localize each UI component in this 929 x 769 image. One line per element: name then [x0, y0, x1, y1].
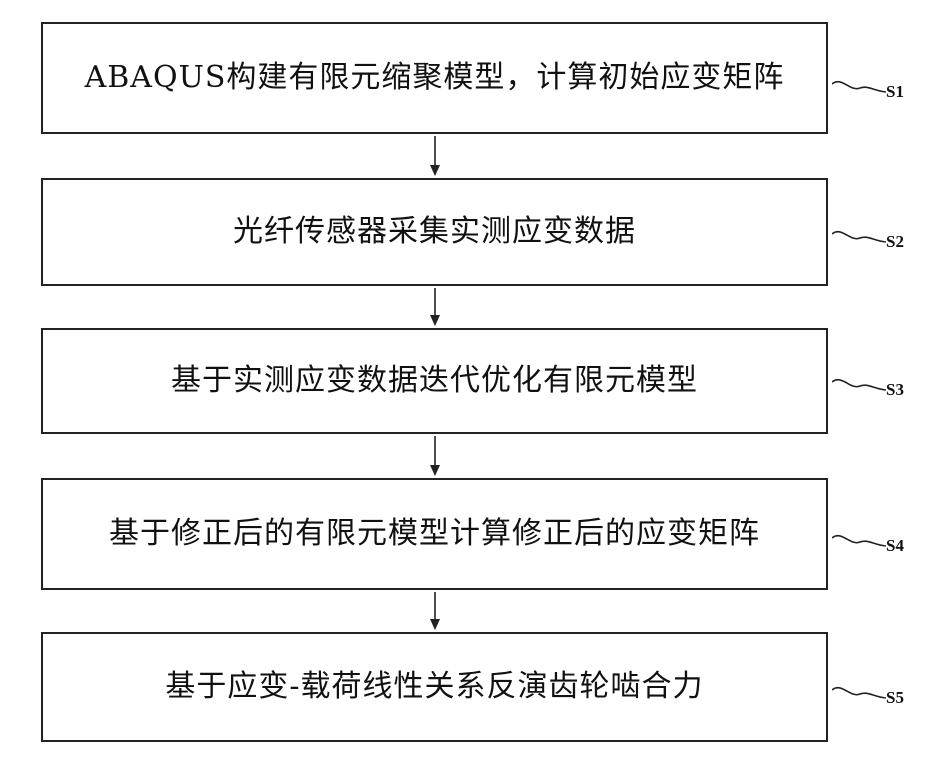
step-box-s5: 基于应变-载荷线性关系反演齿轮啮合力: [41, 632, 828, 742]
arrow-s4-s5: [425, 592, 445, 632]
leader-line-s5: [832, 684, 886, 708]
step-label-s5: S5: [886, 688, 904, 708]
step-box-s4: 基于修正后的有限元模型计算修正后的应变矩阵: [41, 478, 828, 590]
step-label-s3: S3: [886, 380, 904, 400]
step-label-s2: S2: [886, 232, 904, 252]
step-text-s4: 基于修正后的有限元模型计算修正后的应变矩阵: [75, 515, 795, 553]
leader-line-s3: [832, 376, 886, 400]
arrow-s1-s2: [425, 136, 445, 178]
step-label-s1: S1: [886, 82, 904, 102]
step-text-s2: 光纤传感器采集实测应变数据: [75, 213, 795, 251]
step-label-s4: S4: [886, 536, 904, 556]
arrow-s2-s3: [425, 288, 445, 328]
step-text-s1: ABAQUS构建有限元缩聚模型，计算初始应变矩阵: [75, 59, 795, 97]
step-text-s5: 基于应变-载荷线性关系反演齿轮啮合力: [75, 668, 795, 706]
leader-line-s2: [832, 228, 886, 252]
arrow-s3-s4: [425, 436, 445, 478]
step-text-s3: 基于实测应变数据迭代优化有限元模型: [75, 362, 795, 400]
step-box-s3: 基于实测应变数据迭代优化有限元模型: [41, 328, 828, 434]
step-box-s2: 光纤传感器采集实测应变数据: [41, 178, 828, 286]
leader-line-s4: [832, 532, 886, 556]
leader-line-s1: [832, 78, 886, 102]
step-box-s1: ABAQUS构建有限元缩聚模型，计算初始应变矩阵: [41, 22, 828, 134]
